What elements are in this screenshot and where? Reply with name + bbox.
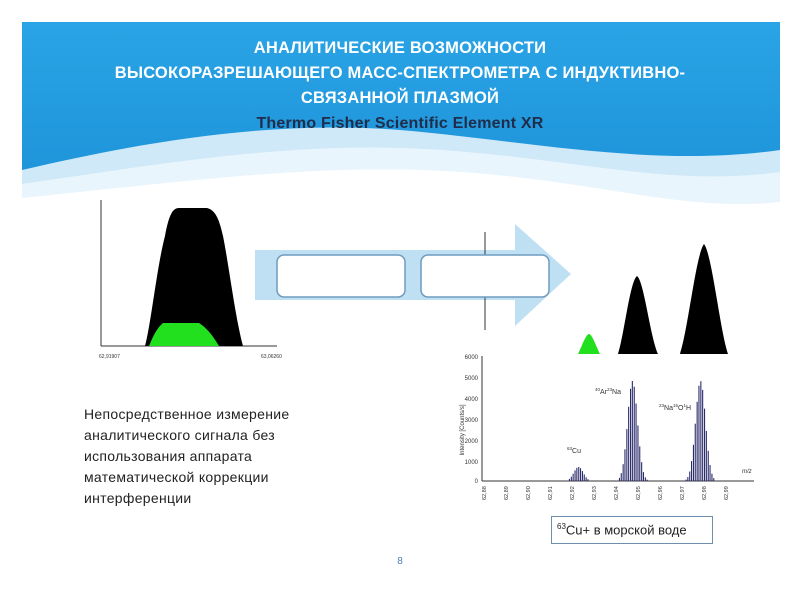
y-tick-4000: 4000 — [465, 397, 479, 403]
spectrum-bar — [639, 446, 641, 481]
process-arrow — [255, 224, 571, 330]
spectrum-bar — [685, 479, 687, 481]
spectrum-bar — [707, 450, 709, 481]
header-banner — [22, 22, 780, 222]
spectrum-bar — [622, 464, 624, 481]
spectrum-bar — [702, 389, 704, 481]
spectrum-y-ticks: 6000 5000 4000 3000 2000 1000 0 — [465, 355, 479, 485]
spectrum-bar — [626, 429, 628, 481]
spectrum-bar — [572, 473, 574, 481]
spectrum-bars — [568, 381, 715, 481]
spectrum-bar — [687, 477, 689, 481]
spectrum-bar — [574, 470, 576, 481]
left-plot-x-end: 63,06260 — [261, 354, 282, 360]
caption-box: 63Cu+ в морской воде — [551, 516, 713, 544]
peak-label-arna: 40Ar23Na — [595, 387, 621, 396]
spectrum-bar — [704, 408, 706, 481]
x-tick-6: 62,94 — [614, 486, 620, 500]
spectrum-bar — [620, 473, 622, 481]
y-tick-1000: 1000 — [465, 460, 479, 466]
spectrum-bar — [618, 477, 620, 481]
x-tick-10: 62,98 — [702, 486, 708, 500]
caption-text: Cu+ в морской воде — [565, 522, 687, 538]
spectrum-bar — [624, 449, 626, 481]
page-number: 8 — [397, 556, 403, 567]
spectrum-bar — [705, 430, 707, 481]
x-tick-4: 62,92 — [570, 486, 576, 500]
spectrum-bar — [633, 386, 635, 481]
y-tick-2000: 2000 — [465, 439, 479, 445]
spectrum-bar — [581, 471, 583, 481]
green-peak — [149, 323, 219, 346]
title-line-2: ВЫСОКОРАЗРЕШАЮЩЕГО МАСС-СПЕКТРОМЕТРА С И… — [114, 64, 686, 82]
spectrum-y-label: Intensity [Counts/s] — [460, 404, 466, 455]
title-line-1: АНАЛИТИЧЕСКИЕ ВОЗМОЖНОСТИ — [253, 39, 547, 57]
y-tick-6000: 6000 — [465, 355, 479, 361]
spectrum-bar — [635, 403, 637, 481]
x-tick-7: 62,95 — [636, 486, 642, 500]
spectrum-bar — [709, 465, 711, 481]
spectrum-x-label: m/z — [742, 469, 752, 475]
arrow-box-1 — [276, 254, 406, 298]
spectrum-bar — [696, 401, 698, 481]
spectrum-bar — [587, 479, 589, 481]
x-tick-9: 62,97 — [680, 486, 686, 500]
spectrum-bar — [630, 388, 632, 481]
left-plot-x-start: 62,91907 — [99, 354, 120, 360]
spectrum-bar — [585, 477, 587, 481]
spectrum-bar — [583, 474, 585, 481]
spectrum-bar — [711, 473, 713, 481]
caption-superscript: 63 — [557, 522, 566, 531]
x-tick-2: 62,90 — [526, 486, 532, 500]
x-tick-1: 62,89 — [504, 486, 510, 500]
spectrum-bar — [692, 444, 694, 481]
right-black-peak-1 — [618, 276, 658, 354]
spectrum-bar — [689, 471, 691, 481]
x-tick-0: 62,88 — [482, 486, 488, 500]
x-tick-8: 62,96 — [658, 486, 664, 500]
spectrum-bar — [580, 468, 582, 481]
spectrum-bar — [628, 406, 630, 481]
y-tick-3000: 3000 — [465, 418, 479, 424]
slide-subtitle: Thermo Fisher Scientific Element XR — [256, 115, 544, 132]
spectrum-bar — [694, 423, 696, 481]
spectrum-bar — [641, 462, 643, 481]
right-green-peak — [578, 334, 600, 354]
peak-label-nao: 23Na16O1H — [659, 403, 691, 412]
x-tick-5: 62,93 — [592, 486, 598, 500]
spectrum-bar — [578, 467, 580, 481]
spectrum-bar — [637, 425, 639, 481]
spectrum-bar — [568, 478, 570, 481]
spectrum-bar — [713, 478, 715, 481]
spectrum-bar — [700, 381, 702, 481]
left-peak-plot: 62,91907 63,06260 — [99, 200, 282, 360]
title-line-3: СВЯЗАННОЙ ПЛАЗМОЙ — [300, 89, 500, 107]
slide-title: АНАЛИТИЧЕСКИЕ ВОЗМОЖНОСТИ ВЫСОКОРАЗРЕШАЮ… — [40, 36, 760, 136]
spectrum-bar — [576, 467, 578, 481]
spectrum-bar — [570, 476, 572, 481]
spectrum-bar — [691, 461, 693, 481]
x-tick-11: 62,99 — [724, 486, 730, 500]
spectrum-bar — [698, 385, 700, 481]
x-tick-3: 62,91 — [548, 486, 554, 500]
arrow-shape — [255, 224, 571, 326]
spectrum-x-ticks: 62,88 62,89 62,90 62,91 62,92 62,93 62,9… — [482, 486, 730, 500]
spectrum-bar — [631, 381, 633, 481]
spectrum-bar — [644, 477, 646, 481]
mass-spectrum: Intensity [Counts/s] 6000 5000 4000 3000… — [460, 355, 754, 500]
y-tick-5000: 5000 — [465, 376, 479, 382]
spectrum-bar — [646, 479, 648, 481]
arrow-box-2 — [420, 254, 550, 298]
right-black-peak-2 — [680, 244, 728, 354]
y-tick-0: 0 — [475, 479, 479, 485]
description-text: Непосредственное измерение аналитическог… — [84, 406, 290, 506]
header-wave-graphic — [22, 22, 780, 222]
spectrum-bar — [642, 472, 644, 481]
peak-label-cu: 63Cu — [567, 446, 581, 455]
black-peak — [145, 208, 243, 346]
right-peak-plot — [578, 244, 728, 354]
